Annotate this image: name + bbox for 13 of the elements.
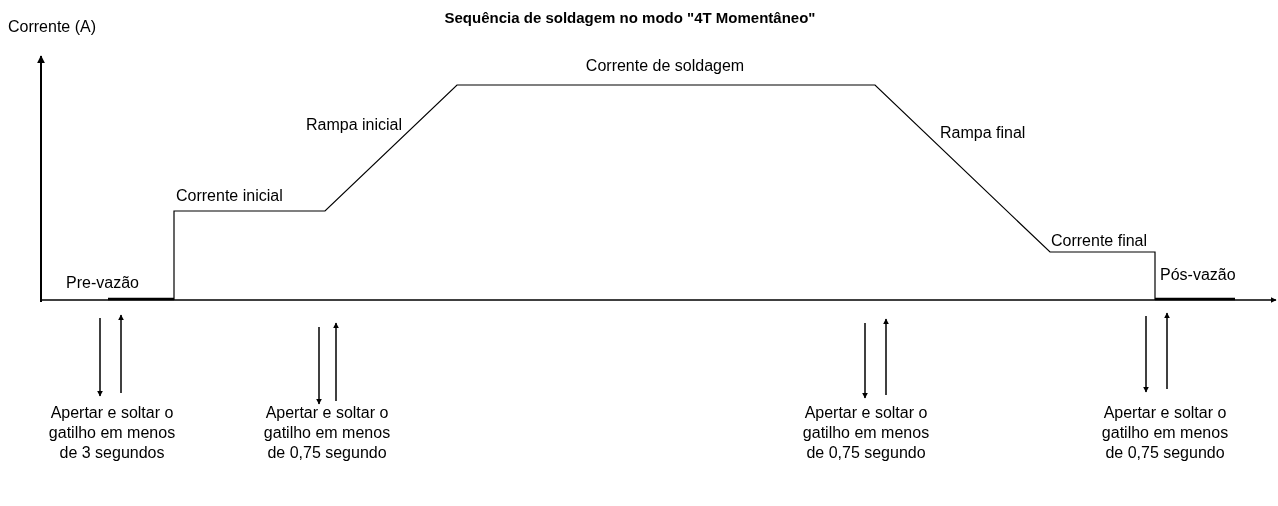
note: Apertar e soltar o gatilho em menos de 0,75 segundo [801,403,931,463]
chart-title: Sequência de soldagem no modo "4T Momentâneo" [443,9,817,26]
axis-label: Corrente (A) [8,17,97,37]
phase-label: Corrente de soldagem [585,56,745,76]
phase-label: Pre-vazão [66,273,139,293]
note: Apertar e soltar o gatilho em menos de 3 segundos [47,403,177,463]
phase-label: Corrente final [1051,231,1148,251]
note: Apertar e soltar o gatilho em menos de 0,75 segundo [262,403,392,463]
phase-label: Pós-vazão [1160,265,1236,285]
phase-label: Rampa inicial [305,115,402,135]
phase-label: Corrente inicial [176,186,283,206]
phase-label: Rampa final [940,123,1026,143]
note: Apertar e soltar o gatilho em menos de 0,75 segundo [1100,403,1230,463]
